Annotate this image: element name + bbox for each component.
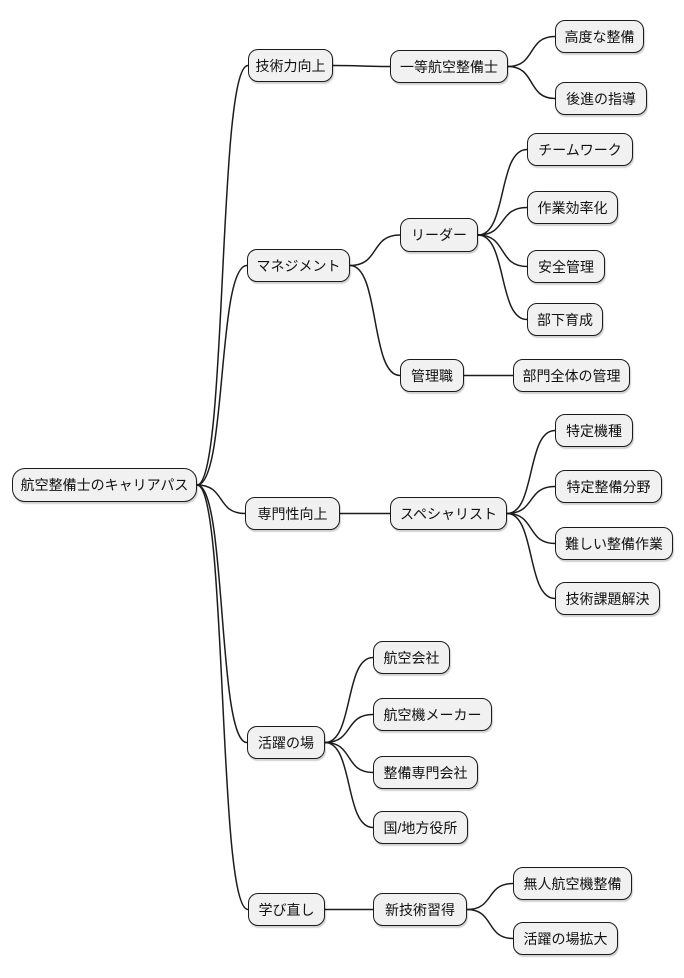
node-drone-maintenance: 無人航空機整備: [513, 867, 632, 900]
node-government-office: 国/地方役所: [373, 811, 468, 844]
node-first-class-mechanic: 一等航空整備士: [390, 50, 508, 83]
node-fields-of-activity: 活躍の場: [247, 726, 325, 759]
node-specific-aircraft-model: 特定機種: [555, 414, 633, 447]
connector: [477, 234, 528, 321]
node-teamwork: チームワーク: [527, 133, 633, 166]
connector: [466, 882, 514, 911]
connector: [506, 512, 556, 600]
connector: [507, 65, 556, 100]
node-relearning: 学び直し: [248, 893, 325, 926]
node-mentoring-juniors: 後進の指導: [555, 82, 647, 115]
node-skill-improvement: 技術力向上: [248, 49, 333, 82]
node-technical-problem-solving: 技術課題解決: [555, 582, 660, 615]
connector: [324, 741, 374, 829]
node-career-path-root: 航空整備士のキャリアパス: [12, 468, 197, 502]
node-airline-company: 航空会社: [373, 641, 450, 674]
node-specific-maintenance-field: 特定整備分野: [555, 470, 662, 503]
connector: [196, 484, 249, 911]
connector: [506, 512, 556, 545]
node-specialist: スペシャリスト: [390, 497, 507, 530]
connector: [324, 713, 374, 744]
connector: [332, 64, 391, 68]
node-safety-management: 安全管理: [527, 250, 605, 283]
node-leader: リーダー: [400, 218, 478, 252]
node-work-efficiency: 作業効率化: [527, 191, 618, 224]
node-staff-development: 部下育成: [527, 303, 603, 336]
node-new-technology-acquisition: 新技術習得: [373, 893, 467, 926]
connector: [196, 264, 248, 486]
connector: [349, 264, 401, 377]
connector: [324, 656, 374, 744]
connector: [349, 234, 401, 267]
node-management: マネジメント: [247, 249, 350, 282]
node-expanded-opportunities: 活躍の場拡大: [513, 922, 618, 955]
connector: [506, 485, 556, 515]
node-managerial-position: 管理職: [400, 359, 464, 392]
node-aircraft-manufacturer: 航空機メーカー: [373, 698, 492, 731]
connector: [196, 64, 249, 486]
connector: [477, 234, 528, 268]
node-specialization-improvement: 専門性向上: [245, 497, 340, 530]
connector: [506, 429, 556, 515]
connector: [466, 908, 514, 940]
node-department-management: 部門全体の管理: [513, 359, 630, 392]
connector: [507, 35, 556, 68]
connector: [477, 206, 528, 236]
connector: [324, 741, 374, 774]
node-difficult-maintenance-work: 難しい整備作業: [555, 527, 673, 560]
connector: [196, 484, 248, 744]
node-maintenance-company: 整備専門会社: [373, 756, 478, 789]
connector: [196, 484, 246, 515]
node-advanced-maintenance: 高度な整備: [555, 20, 644, 53]
connector: [477, 148, 528, 236]
